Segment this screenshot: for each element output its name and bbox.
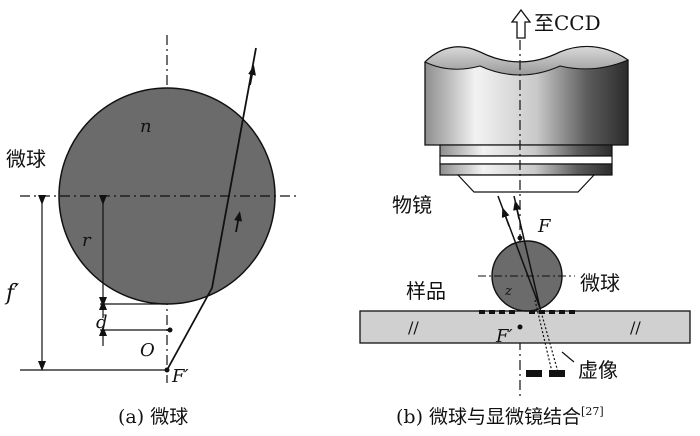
label-microsphere-b: 微球	[580, 271, 620, 295]
sample-slab	[359, 310, 691, 344]
label-n: n	[140, 116, 152, 137]
light-ray-a	[166, 47, 257, 371]
slab-hatch-right: //	[630, 318, 641, 337]
slab-hatch-left: //	[408, 318, 419, 337]
ray-arrow-1	[248, 65, 256, 86]
virtual-image-mark-1	[526, 370, 542, 377]
virtual-ray-2	[534, 299, 553, 373]
label-sphere-a: 微球	[6, 147, 46, 171]
surface-features	[479, 310, 575, 314]
ray-b-2-arrow	[513, 200, 521, 220]
caption-a: (a) 微球	[118, 406, 188, 428]
label-o: O	[140, 340, 155, 361]
label-sample: 样品	[406, 279, 446, 303]
label-virtual-image: 虚像	[578, 358, 618, 382]
objective-ring-1	[439, 144, 613, 157]
label-d: d	[96, 312, 108, 333]
virtual-ray-1	[539, 307, 559, 373]
label-f-prime: f′	[4, 281, 19, 306]
caption-b: (b) 微球与显微镜结合[27]	[396, 405, 604, 428]
label-F-prime: F′	[171, 366, 189, 387]
label-objective: 物镜	[392, 193, 432, 217]
label-to-ccd: 至CCD	[534, 11, 601, 35]
caption-b-text: (b) 微球与显微镜结合	[396, 406, 581, 428]
virtual-image-leader	[561, 351, 575, 363]
panel-a: 微球 n r f′ d O F′ (a) 微球	[4, 35, 300, 428]
sphere-mark-b: z	[504, 284, 512, 299]
objective-top	[424, 46, 630, 76]
focus-point-F-prime	[517, 324, 523, 330]
objective-ring-2	[439, 155, 613, 165]
ray-arrow-2	[234, 211, 243, 233]
objective-tip	[456, 174, 596, 193]
label-r: r	[82, 230, 92, 251]
up-arrow-icon	[510, 8, 532, 39]
objective-ring-3	[439, 163, 613, 176]
ray-b-1-arrow	[501, 207, 510, 227]
caption-b-citation: [27]	[581, 405, 604, 418]
label-focus-F-prime: F′	[495, 326, 513, 347]
panel-b: 至CCD // // z	[359, 8, 691, 428]
label-focus-F: F	[537, 216, 552, 237]
focus-point-F	[517, 235, 523, 241]
center-point-o	[167, 327, 173, 333]
virtual-image-mark-2	[549, 370, 565, 377]
